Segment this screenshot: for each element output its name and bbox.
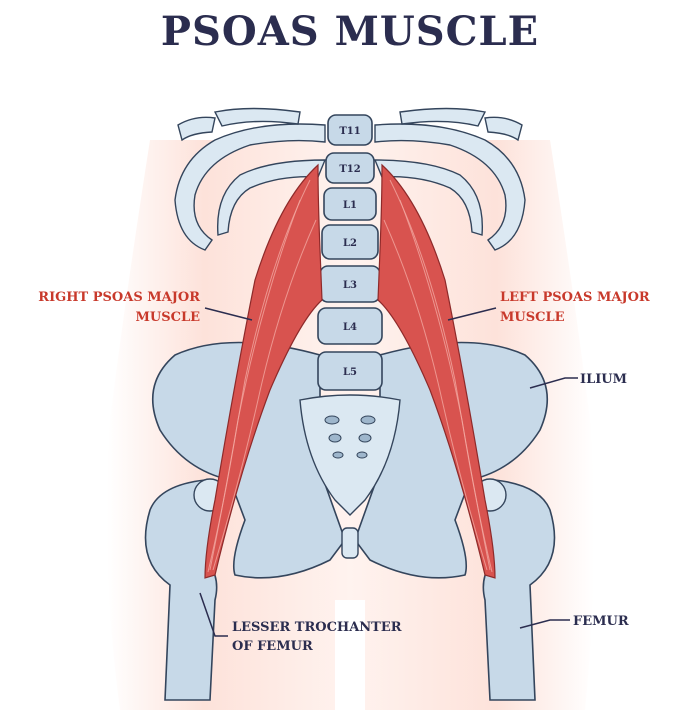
lesser-trochanter-label-2: OF FEMUR bbox=[232, 639, 313, 654]
right-psoas-label-2: MUSCLE bbox=[135, 310, 200, 325]
ilium-label: ILIUM bbox=[580, 372, 627, 387]
page-title: PSOAS MUSCLE bbox=[160, 8, 540, 55]
right-psoas-label: RIGHT PSOAS MAJOR bbox=[38, 290, 200, 305]
vertebra-label: L4 bbox=[343, 322, 357, 333]
rib-cage-right bbox=[174, 107, 327, 251]
vertebra-label: L3 bbox=[343, 280, 357, 291]
vertebra-label: T11 bbox=[339, 126, 360, 137]
femur-label: FEMUR bbox=[573, 614, 629, 629]
rib-cage-left bbox=[373, 107, 526, 251]
vertebra-label: L1 bbox=[343, 200, 357, 211]
vertebra-label: L5 bbox=[343, 367, 357, 378]
vertebra-label: T12 bbox=[339, 164, 360, 175]
pelvis bbox=[152, 341, 548, 579]
lesser-trochanter-label: LESSER TROCHANTER bbox=[232, 620, 402, 635]
spine bbox=[317, 114, 383, 391]
left-psoas-label-2: MUSCLE bbox=[500, 310, 565, 325]
vertebra-label: L2 bbox=[343, 238, 357, 249]
left-psoas-major-muscle bbox=[377, 163, 496, 579]
left-psoas-label: LEFT PSOAS MAJOR bbox=[500, 290, 650, 305]
right-psoas-major-muscle bbox=[204, 163, 323, 579]
